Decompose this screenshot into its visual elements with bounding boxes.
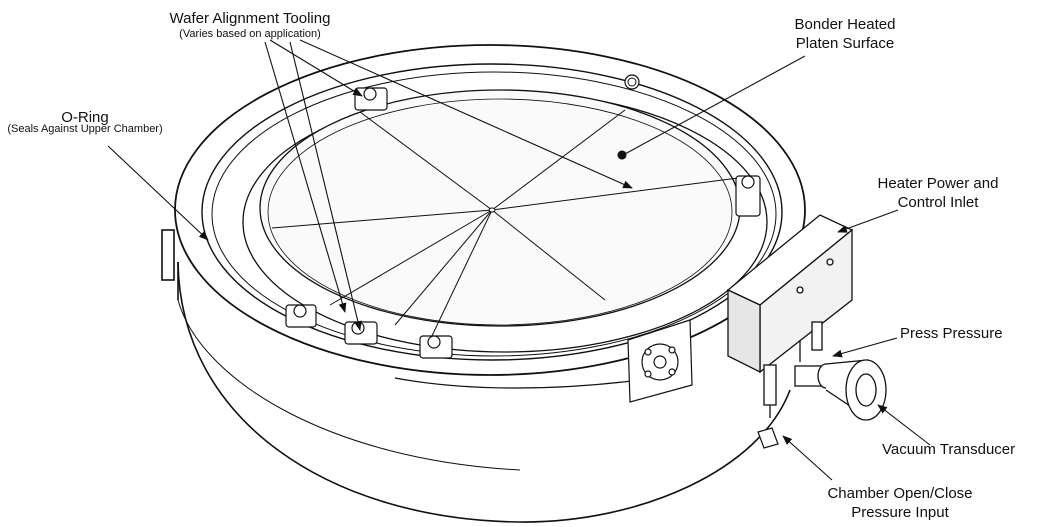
chamber-label-line1: Chamber Open/Close (827, 485, 973, 502)
chamber-label-line2: Pressure Input (851, 504, 949, 521)
oring-label: O-Ring (61, 109, 109, 126)
wafer-tooling-label: Wafer Alignment Tooling (169, 10, 331, 27)
press-pressure-label: Press Pressure (900, 325, 1003, 342)
transducer-assembly (763, 321, 887, 421)
oring-note: (Seals Against Upper Chamber) (7, 123, 163, 135)
wafer-tooling-note: (Varies based on application) (179, 28, 321, 40)
leader-lines (107, 39, 931, 481)
heater-label-line1: Heater Power and (877, 175, 999, 192)
platen-label-line1: Bonder Heated (794, 16, 896, 33)
platen-label-line2: Platen Surface (795, 35, 895, 52)
heater-inlet-box (726, 214, 854, 374)
vacuum-transducer-label: Vacuum Transducer (882, 441, 1016, 458)
heater-label-line2: Control Inlet (897, 194, 979, 211)
chamber-pressure-fitting (757, 427, 779, 449)
port-plate (627, 319, 693, 403)
